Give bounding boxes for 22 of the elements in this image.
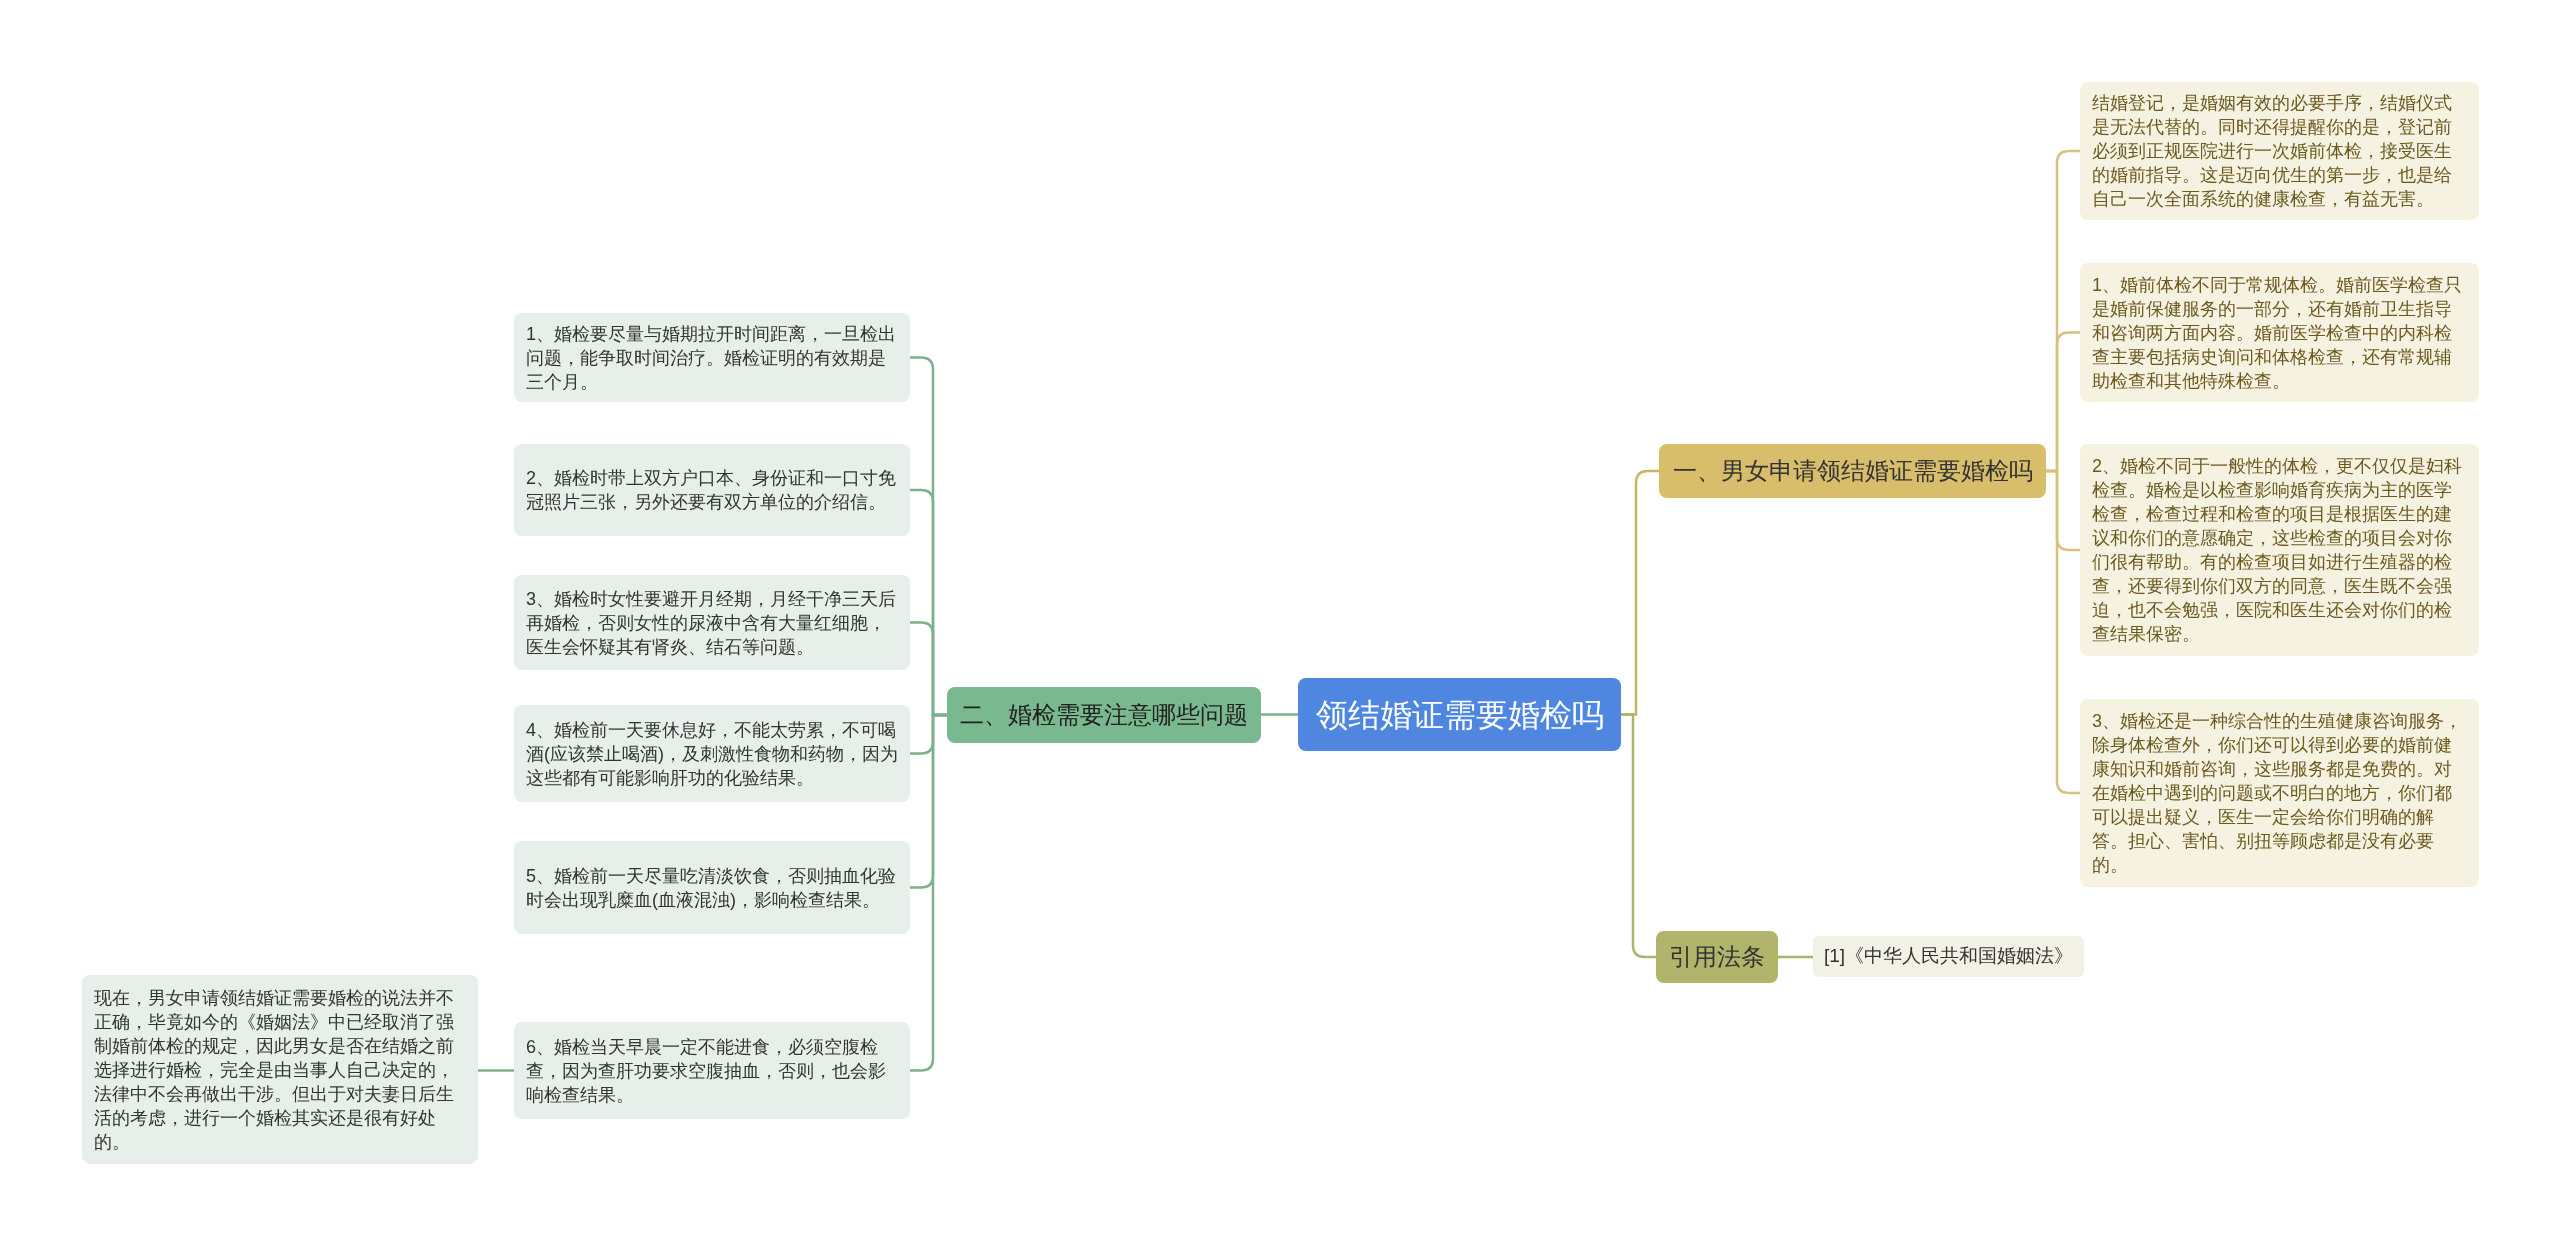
note-card: 1、婚前体检不同于常规体检。婚前医学检查只是婚前保健服务的一部分，还有婚前卫生指导和咨询两方面内容。婚前医学检查中的内科检查主要包括病史询问和体格检查，还有常规辅助检查和其他特殊检查。	[2080, 263, 2479, 402]
note-card: 2、婚检不同于一般性的体检，更不仅仅是妇科检查。婚检是以检查影响婚育疾病为主的医学检查，检查过程和检查的项目是根据医生的建议和你们的意愿确定，这些检查的项目会对你们很有帮助。有的检查项目如进行生殖器的检查，还要得到你们双方的同意，医生既不会强迫，也不会勉强，医院和医生还会对你们的检查结果保密。	[2080, 444, 2479, 656]
note-card: 3、婚检时女性要避开月经期，月经干净三天后再婚检，否则女性的尿液中含有大量红细胞，医生会怀疑其有肾炎、结石等问题。	[514, 575, 910, 670]
note-card: 4、婚检前一天要休息好，不能太劳累，不可喝酒(应该禁止喝酒)，及刺激性食物和药物，因为这些都有可能影响肝功的化验结果。	[514, 705, 910, 802]
note-card: 2、婚检时带上双方户口本、身份证和一口寸免冠照片三张，另外还要有双方单位的介绍信。	[514, 444, 910, 536]
note-card: 1、婚检要尽量与婚期拉开时间距离，一旦检出问题，能争取时间治疗。婚检证明的有效期是三个月。	[514, 313, 910, 402]
connector-line	[1261, 713, 1298, 716]
branch-topic: 二、婚检需要注意哪些问题	[947, 687, 1261, 743]
note-card: 6、婚检当天早晨一定不能进食，必须空腹检查，因为查肝功要求空腹抽血，否则，也会影响检查结果。	[514, 1022, 910, 1119]
note-card: 5、婚检前一天尽量吃清淡饮食，否则抽血化验时会出现乳糜血(血液混浊)，影响检查结果。	[514, 841, 910, 934]
connector-line	[1778, 955, 1813, 959]
connector-line	[1621, 713, 1656, 959]
connector-line	[2046, 469, 2080, 795]
note-card: 结婚登记，是婚姻有效的必要手序，结婚仪式是无法代替的。同时还得提醒你的是，登记前必须到正规医院进行一次婚前体检，接受医生的婚前指导。这是迈向优生的第一步，也是给自己一次全面系统的健康检查，有益无害。	[2080, 82, 2479, 220]
connector-line	[478, 1069, 514, 1072]
central-topic: 领结婚证需要婚检吗	[1298, 678, 1621, 751]
branch-topic: 一、男女申请领结婚证需要婚检吗	[1659, 444, 2046, 498]
branch-topic: 引用法条	[1656, 931, 1778, 983]
note-card: 3、婚检还是一种综合性的生殖健康咨询服务，除身体检查外，你们还可以得到必要的婚前健康知识和婚前咨询，这些服务都是免费的。对在婚检中遇到的问题或不明白的地方，你们都可以提出疑义，医生一定会给你们明确的解答。担心、害怕、别扭等顾虑都是没有必要的。	[2080, 699, 2479, 887]
connector-line	[910, 713, 947, 1072]
reference-card: [1]《中华人民共和国婚姻法》	[1813, 936, 2084, 977]
note-card: 现在，男女申请领结婚证需要婚检的说法并不正确，毕竟如今的《婚姻法》中已经取消了强制婚前体检的规定，因此男女是否在结婚之前选择进行婚检，完全是由当事人自己决定的，法律中不会再做出干涉。但出于对夫妻日后生活的考虑，进行一个婚检其实还是很有好处的。	[82, 975, 478, 1164]
